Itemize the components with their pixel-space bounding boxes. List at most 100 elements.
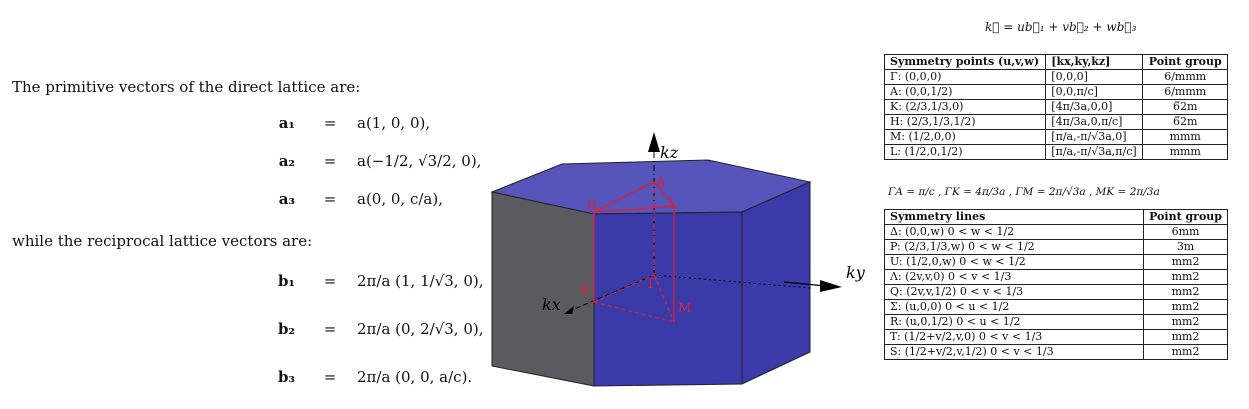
- intro-text: The primitive vectors of the direct latt…: [12, 78, 361, 96]
- kz-arrow-icon: [648, 132, 660, 152]
- equation-b1: b₁ = 2π/a (1, 1/√3, 0),: [235, 272, 485, 294]
- header-cell: Symmetry lines: [883, 209, 1145, 225]
- cell-group: mm2: [1143, 314, 1228, 330]
- equation-a1: a₁ = a(1, 0, 0),: [235, 114, 485, 136]
- cell-line: S: (1/2+v/2,v,1/2) 0 < v < 1/3: [883, 344, 1145, 360]
- table-row: Σ: (u,0,0) 0 < u < 1/2 mm2: [883, 299, 1228, 315]
- cell-group: 6/mmm: [1142, 69, 1228, 85]
- cell-group: 3m: [1143, 239, 1228, 255]
- cell-line: Λ: (2v,v,0) 0 < v < 1/3: [883, 269, 1145, 285]
- cell-group: mm2: [1143, 299, 1228, 315]
- cell-point: L: (1/2,0,1/2): [883, 144, 1047, 160]
- equals-sign: =: [323, 272, 337, 290]
- cell-line: U: (1/2,0,w) 0 < w < 1/2: [883, 254, 1145, 270]
- cell-point: H: (2/3,1/3,1/2): [883, 114, 1047, 130]
- cell-line: T: (1/2+v/2,v,0) 0 < v < 1/3: [883, 329, 1145, 345]
- axis-label-kz: kz: [660, 143, 679, 162]
- header-cell: Symmetry points (u,v,w): [883, 54, 1047, 70]
- cell-line: Σ: (u,0,0) 0 < u < 1/2: [883, 299, 1145, 315]
- eq-lhs: b₁: [277, 272, 295, 290]
- eq-rhs: a(−1/2, √3/2, 0),: [357, 152, 482, 170]
- table-row: P: (2/3,1/3,w) 0 < w < 1/2 3m: [883, 239, 1228, 255]
- cell-group: mm2: [1143, 329, 1228, 345]
- cell-group: mm2: [1143, 254, 1228, 270]
- table-row: Λ: (2v,v,0) 0 < v < 1/3 mm2: [883, 269, 1228, 285]
- distances-formula: ΓA = π/c , ΓK = 4π/3a , ΓM = 2π/√3a , MK…: [888, 186, 1160, 198]
- hexagon-front-face: [593, 211, 743, 387]
- kx-axis-line: [571, 274, 655, 311]
- axis-label-kx: kx: [542, 295, 561, 314]
- cell-coords: [4π/3a,0,0]: [1045, 99, 1144, 115]
- cell-group: 6̅2m: [1142, 99, 1228, 115]
- header-cell: Point group: [1143, 209, 1228, 225]
- equals-sign: =: [323, 114, 337, 132]
- eq-lhs: a₁: [278, 114, 295, 132]
- table-row: S: (1/2+v/2,v,1/2) 0 < v < 1/3 mm2: [883, 344, 1228, 360]
- cell-point: K: (2/3,1/3,0): [883, 99, 1047, 115]
- cell-group: mmm: [1142, 129, 1228, 145]
- point-label-L: L: [669, 197, 678, 212]
- equals-sign: =: [323, 190, 337, 208]
- cell-point: M: (1/2,0,0): [883, 129, 1047, 145]
- equals-sign: =: [323, 368, 337, 386]
- hexagon-left-face: [491, 191, 595, 387]
- cell-coords: [0,0,π/c]: [1045, 84, 1144, 100]
- k-vector-formula: k⃗ = ub⃗₁ + vb⃗₂ + wb⃗₃: [985, 20, 1137, 34]
- cell-group: 6/mmm: [1142, 84, 1228, 100]
- symmetry-lines-table: Symmetry lines Point group Δ: (0,0,w) 0 …: [883, 209, 1228, 360]
- equation-a3: a₃ = a(0, 0, c/a),: [235, 190, 485, 212]
- table-row: K: (2/3,1/3,0) [4π/3a,0,0] 6̅2m: [883, 99, 1228, 115]
- table-row: Γ: (0,0,0) [0,0,0] 6/mmm: [883, 69, 1228, 85]
- eq-rhs: 2π/a (1, 1/√3, 0),: [357, 272, 484, 290]
- hexagon-right-face: [741, 181, 811, 385]
- eq-lhs: b₃: [277, 368, 295, 386]
- cell-coords: [4π/3a,0,π/c]: [1045, 114, 1144, 130]
- cell-group: 6̅2m: [1142, 114, 1228, 130]
- cell-point: A: (0,0,1/2): [883, 84, 1047, 100]
- cell-coords: [0,0,0]: [1045, 69, 1144, 85]
- header-cell: [kx,ky,kz]: [1045, 54, 1144, 70]
- eq-lhs: a₃: [278, 190, 295, 208]
- table-row: M: (1/2,0,0) [π/a,-π/√3a,0] mmm: [883, 129, 1228, 145]
- cell-coords: [π/a,-π/√3a,π/c]: [1045, 144, 1144, 160]
- table-row: L: (1/2,0,1/2) [π/a,-π/√3a,π/c] mmm: [883, 144, 1228, 160]
- point-label-K: K: [580, 283, 590, 298]
- point-label-H: H: [586, 199, 597, 214]
- cell-group: mm2: [1143, 344, 1228, 360]
- equals-sign: =: [323, 320, 337, 338]
- symmetry-points-table: Symmetry points (u,v,w) [kx,ky,kz] Point…: [883, 54, 1228, 160]
- cell-group: mmm: [1142, 144, 1228, 160]
- ky-axis-dotted: [653, 274, 811, 289]
- point-label-A: A: [655, 175, 666, 190]
- table-row: A: (0,0,1/2) [0,0,π/c] 6/mmm: [883, 84, 1228, 100]
- table-header-row: Symmetry points (u,v,w) [kx,ky,kz] Point…: [883, 54, 1228, 70]
- ky-arrow-icon: [820, 280, 842, 292]
- table-row: U: (1/2,0,w) 0 < w < 1/2 mm2: [883, 254, 1228, 270]
- cell-group: 6mm: [1143, 224, 1228, 240]
- eq-rhs: 2π/a (0, 2/√3, 0),: [357, 320, 484, 338]
- table-row: Δ: (0,0,w) 0 < w < 1/2 6mm: [883, 224, 1228, 240]
- cell-line: P: (2/3,1/3,w) 0 < w < 1/2: [883, 239, 1145, 255]
- eq-rhs: a(0, 0, c/a),: [357, 190, 443, 208]
- eq-lhs: b₂: [277, 320, 295, 338]
- header-cell: Point group: [1142, 54, 1228, 70]
- axis-label-ky: ky: [846, 263, 866, 282]
- eq-rhs: 2π/a (0, 0, a/c).: [357, 368, 473, 386]
- cell-coords: [π/a,-π/√3a,0]: [1045, 129, 1144, 145]
- equation-a2: a₂ = a(−1/2, √3/2, 0),: [235, 152, 485, 174]
- ky-axis-line: [783, 281, 827, 287]
- equation-b2: b₂ = 2π/a (0, 2/√3, 0),: [235, 320, 485, 342]
- point-label-gamma: Γ: [648, 277, 657, 292]
- eq-lhs: a₂: [278, 152, 295, 170]
- reciprocal-text: while the reciprocal lattice vectors are…: [12, 232, 313, 250]
- table-row: R: (u,0,1/2) 0 < u < 1/2 mm2: [883, 314, 1228, 330]
- cell-line: Q: (2v,v,1/2) 0 < v < 1/3: [883, 284, 1145, 300]
- table-row: T: (1/2+v/2,v,0) 0 < v < 1/3 mm2: [883, 329, 1228, 345]
- equation-b3: b₃ = 2π/a (0, 0, a/c).: [235, 368, 485, 390]
- table-header-row: Symmetry lines Point group: [883, 209, 1228, 225]
- symmetry-path: [593, 181, 675, 322]
- equals-sign: =: [323, 152, 337, 170]
- cell-line: Δ: (0,0,w) 0 < w < 1/2: [883, 224, 1145, 240]
- brillouin-zone-figure: A H L Γ K M kz ky kx: [490, 132, 866, 387]
- cell-point: Γ: (0,0,0): [883, 69, 1047, 85]
